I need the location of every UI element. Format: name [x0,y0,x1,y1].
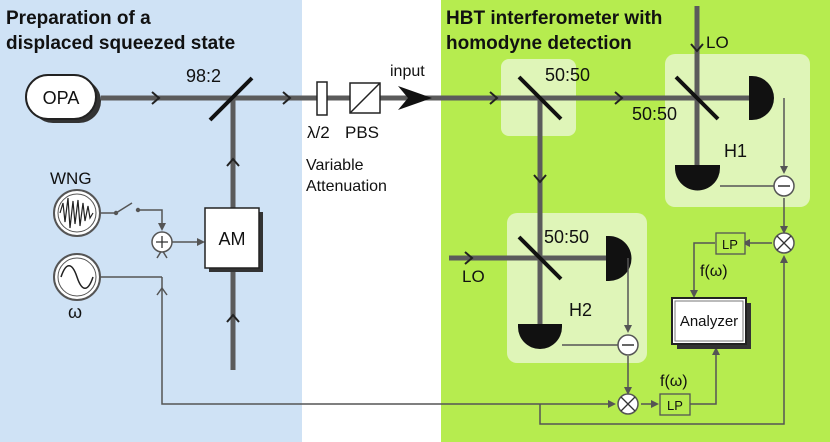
lp-filter-top [715,232,746,255]
f-omega-bottom-label: f(ω) [660,373,688,390]
detector-h2-right [606,236,632,281]
omega-label: ω [68,302,82,322]
opa-box [25,74,97,120]
switch-contact-a [113,210,119,216]
lp-bottom-label: LP [667,398,683,413]
analyzer-inner-frame [674,300,744,342]
times-icon [776,235,792,251]
splitter-bs2 [674,75,720,121]
sine-icon [60,265,94,289]
left-title-line2: displaced squeezed state [6,33,235,54]
detector-h1-right [749,76,774,120]
lo-left-label: LO [462,267,485,286]
opa-label: OPA [43,88,80,108]
lambda-half-label: λ/2 [307,123,330,142]
am-box [204,207,260,269]
analyzer-box [671,297,747,345]
h1-label: H1 [724,141,747,161]
pbs-label: PBS [345,123,379,142]
wng-inner-ring [57,193,97,233]
analyzer-label: Analyzer [680,313,738,330]
h2-label: H2 [569,300,592,320]
splitter-bs3 [517,235,563,281]
beam-arrows [151,43,704,323]
f-omega-top-label: f(ω) [700,263,728,280]
splitter-bs1 [517,75,563,121]
wng-source [53,189,101,237]
bs1-ratio-label: 50:50 [545,65,590,85]
omega-inner-ring [57,257,97,297]
detector-h2-bottom [518,324,562,349]
variable-label: Variable [306,157,364,174]
bs3-ratio-label: 50:50 [544,227,589,247]
left-title-line1: Preparation of a [6,8,151,29]
wng-label: WNG [50,169,92,188]
noise-icon [59,197,94,229]
splitter-98-2 [208,76,254,122]
right-title-line2: homodyne detection [446,33,632,54]
am-label: AM [219,229,246,249]
switch-contact-b [135,207,141,213]
lo-top-label: LO [706,33,729,52]
half-wave-plate [316,81,328,116]
bs2-ratio-label: 50:50 [632,104,677,124]
ratio-98-2-label: 98:2 [186,66,221,86]
times-icon [620,396,636,412]
plus-icon [156,236,168,248]
input-label: input [390,63,425,80]
pbs-diagonal [349,82,381,114]
input-arrow [398,86,432,110]
attenuation-label: Attenuation [306,178,387,195]
detector-h1-bottom [675,165,720,191]
lp-filter-bottom [659,393,691,416]
signal-wires [98,98,788,425]
lp-top-label: LP [722,237,738,252]
right-title-line1: HBT interferometer with [446,8,662,29]
